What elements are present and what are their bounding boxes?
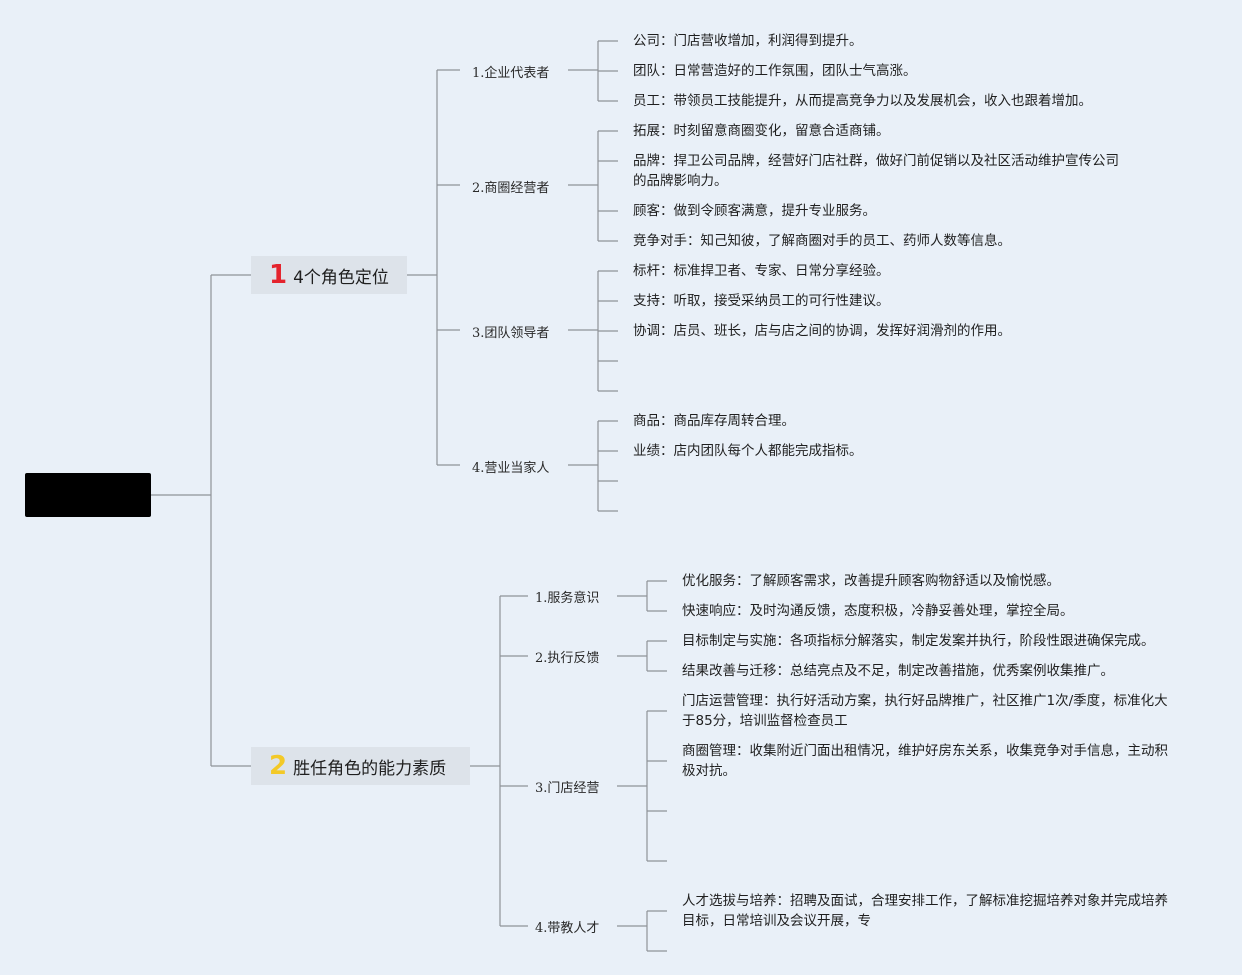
- leaf-node[interactable]: 员工：带领员工技能提升，从而提高竞争力以及发展机会，收入也跟着增加。: [633, 93, 1092, 109]
- leaf-node[interactable]: 标杆：标准捍卫者、专家、日常分享经验。: [633, 263, 890, 279]
- leaf-node[interactable]: 结果改善与迁移：总结亮点及不足，制定改善措施，优秀案例收集推广。: [682, 663, 1114, 679]
- leaf-node[interactable]: 公司：门店营收增加，利润得到提升。: [633, 33, 863, 49]
- leaf-node[interactable]: 拓展：时刻留意商圈变化，留意合适商铺。: [633, 123, 890, 139]
- subtopic-business-district-operator[interactable]: 2.商圈经营者: [472, 181, 550, 196]
- subtopic-service-awareness[interactable]: 1.服务意识: [535, 591, 600, 606]
- leaf-node[interactable]: 快速响应：及时沟通反馈，态度积极，冷静妥善处理，掌控全局。: [682, 603, 1074, 619]
- leaf-node[interactable]: 目标制定与实施：各项指标分解落实，制定发案并执行，阶段性跟进确保完成。: [682, 633, 1155, 649]
- leaf-node[interactable]: 竞争对手：知己知彼，了解商圈对手的员工、药师人数等信息。: [633, 233, 1011, 249]
- leaf-node[interactable]: 支持：听取，接受采纳员工的可行性建议。: [633, 293, 890, 309]
- topic-label: 胜任角色的能力素质: [293, 758, 447, 779]
- leaf-node[interactable]: 顾客：做到令顾客满意，提升专业服务。: [633, 203, 876, 219]
- subtopic-business-head[interactable]: 4.营业当家人: [472, 461, 550, 476]
- topic-node-role-positioning[interactable]: 1 4个角色定位: [251, 256, 407, 294]
- topic-label: 4个角色定位: [293, 267, 389, 288]
- leaf-node[interactable]: 商品：商品库存周转合理。: [633, 413, 795, 429]
- leaf-node[interactable]: 业绩：店内团队每个人都能完成指标。: [633, 443, 863, 459]
- root-node[interactable]: [25, 473, 151, 517]
- subtopic-enterprise-representative[interactable]: 1.企业代表者: [472, 66, 550, 81]
- leaf-node[interactable]: 人才选拔与培养：招聘及面试，合理安排工作，了解标准挖掘培养对象并完成培养目标，日…: [682, 893, 1168, 929]
- leaf-node[interactable]: 协调：店员、班长，店与店之间的协调，发挥好润滑剂的作用。: [633, 323, 1011, 339]
- topic-node-competency[interactable]: 2 胜任角色的能力素质: [251, 747, 470, 785]
- subtopic-talent-coaching[interactable]: 4.带教人才: [535, 921, 600, 936]
- topic-number-2: 2: [269, 751, 288, 781]
- leaf-node[interactable]: 优化服务：了解顾客需求，改善提升顾客购物舒适以及愉悦感。: [682, 573, 1060, 589]
- subtopic-execution-feedback[interactable]: 2.执行反馈: [535, 651, 600, 666]
- leaf-node[interactable]: 团队：日常营造好的工作氛围，团队士气高涨。: [633, 63, 917, 79]
- subtopic-team-leader[interactable]: 3.团队领导者: [472, 326, 550, 341]
- leaf-node[interactable]: 品牌：捍卫公司品牌，经营好门店社群，做好门前促销以及社区活动维护宣传公司的品牌影…: [633, 153, 1119, 189]
- leaf-node[interactable]: 商圈管理：收集附近门面出租情况，维护好房东关系，收集竞争对手信息，主动积极对抗。: [682, 743, 1168, 779]
- topic-number-1: 1: [269, 260, 288, 290]
- subtopic-store-operation[interactable]: 3.门店经营: [535, 781, 600, 796]
- leaf-node[interactable]: 门店运营管理：执行好活动方案，执行好品牌推广，社区推广1次/季度，标准化大于85…: [682, 693, 1168, 729]
